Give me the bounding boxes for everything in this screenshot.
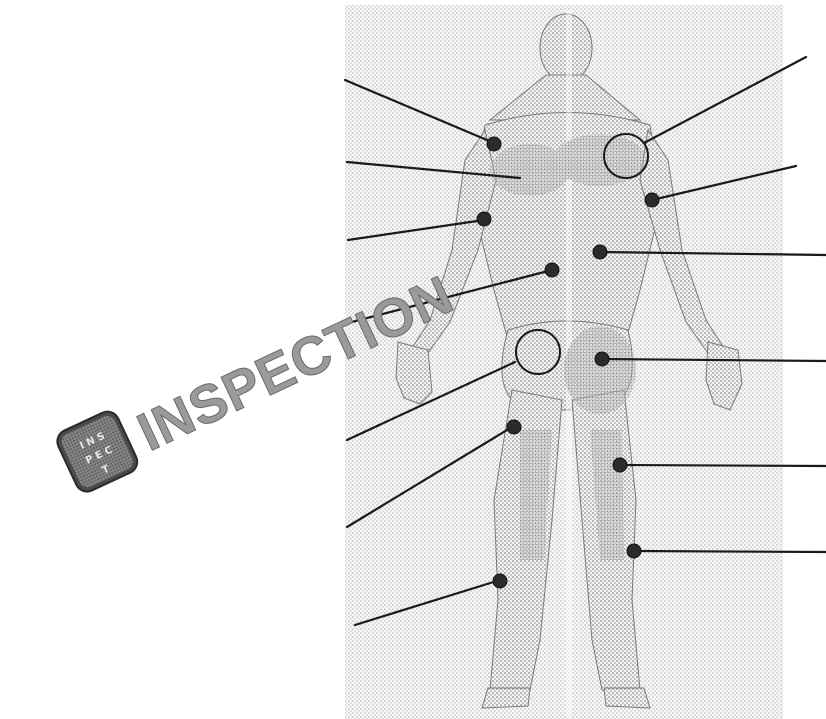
leader-line-right-thigh: [620, 465, 826, 466]
marker-right-back: [593, 245, 607, 259]
leader-line-right-calf: [634, 551, 826, 552]
marker-lower-back: [545, 263, 559, 277]
marker-left-thigh: [507, 420, 521, 434]
marker-upper-left-shoulder: [487, 137, 501, 151]
marker-right-calf: [627, 544, 641, 558]
marker-left-calf: [493, 574, 507, 588]
inspection-logo-badge: I N S P E C T: [53, 408, 141, 496]
marker-right-thigh: [613, 458, 627, 472]
marker-left-arm: [477, 212, 491, 226]
marker-right-glute: [595, 352, 609, 366]
marker-right-arm: [645, 193, 659, 207]
